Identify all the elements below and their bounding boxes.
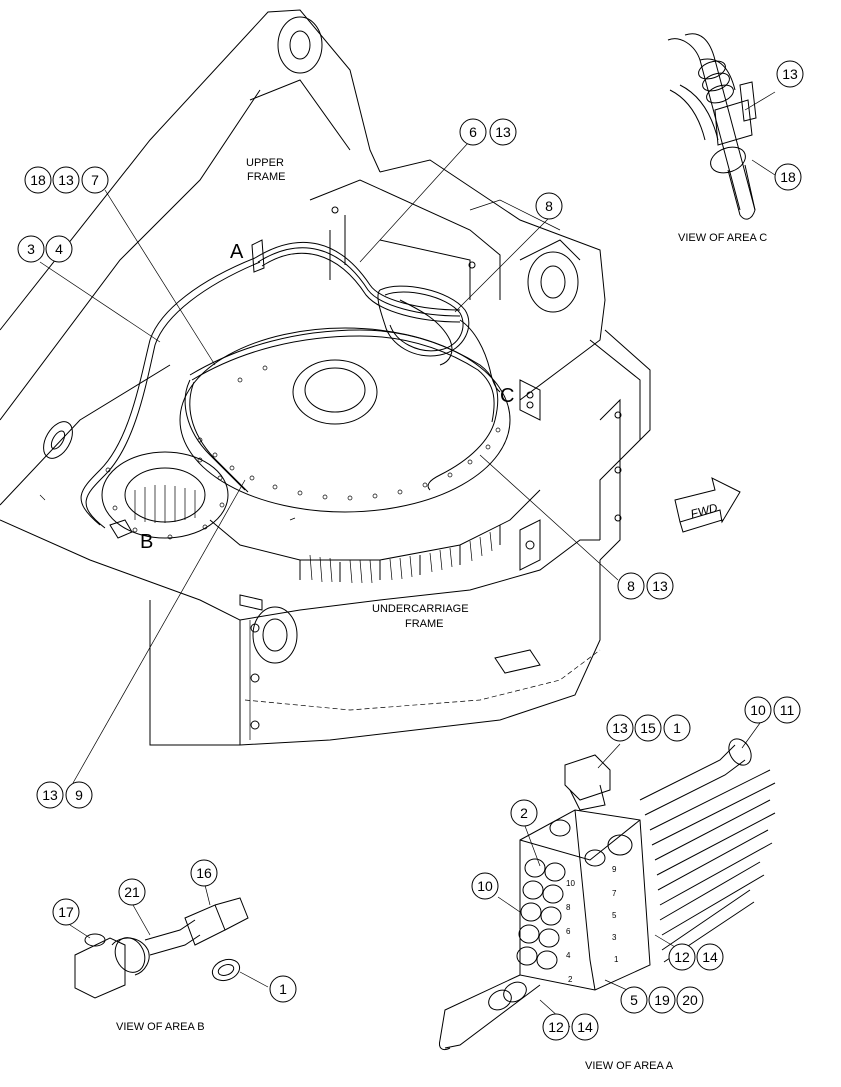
svg-text:3: 3 bbox=[27, 241, 35, 257]
callout-18-13-7: 18 13 7 bbox=[24, 166, 109, 194]
svg-text:21: 21 bbox=[124, 884, 140, 900]
undercarriage-frame-label-2: FRAME bbox=[405, 618, 444, 630]
bolt-holes bbox=[197, 365, 501, 501]
svg-text:1: 1 bbox=[673, 720, 681, 736]
svg-text:6: 6 bbox=[469, 124, 477, 140]
forward-arrow-icon: FWD bbox=[674, 477, 741, 533]
port-number-labels: 10 9 8 7 6 5 4 3 2 1 bbox=[566, 865, 619, 984]
svg-text:6: 6 bbox=[566, 927, 571, 936]
upper-frame-label: UPPER bbox=[246, 157, 284, 169]
svg-text:1: 1 bbox=[279, 981, 287, 997]
svg-text:20: 20 bbox=[682, 992, 698, 1008]
upper-frame-structure bbox=[0, 9, 651, 540]
callout-13-top: 13 bbox=[782, 66, 798, 82]
svg-text:14: 14 bbox=[702, 949, 718, 965]
svg-text:13: 13 bbox=[42, 787, 58, 803]
svg-text:8: 8 bbox=[545, 198, 553, 214]
svg-text:13: 13 bbox=[58, 172, 74, 188]
swing-bearing-plate bbox=[179, 327, 541, 584]
svg-text:10: 10 bbox=[566, 879, 575, 888]
view-area-b-caption: VIEW OF AREA B bbox=[116, 1021, 205, 1033]
svg-text:13: 13 bbox=[612, 720, 628, 736]
callout-13-9: 13 9 bbox=[36, 781, 93, 809]
callout-18: 18 bbox=[780, 169, 796, 185]
center-swivel-ring bbox=[43, 421, 229, 540]
svg-text:14: 14 bbox=[577, 1019, 593, 1035]
area-c-marker: C bbox=[500, 385, 514, 407]
svg-text:3: 3 bbox=[612, 933, 617, 942]
svg-text:15: 15 bbox=[640, 720, 656, 736]
svg-text:9: 9 bbox=[75, 787, 83, 803]
view-area-a: 10 9 8 7 6 5 4 3 2 1 13 15 1 10 bbox=[439, 696, 801, 1072]
leader-lines bbox=[39, 91, 776, 1028]
view-area-b: 17 21 16 1 VIEW OF AREA B bbox=[52, 859, 297, 1033]
svg-text:19: 19 bbox=[654, 992, 670, 1008]
svg-text:8: 8 bbox=[627, 578, 635, 594]
undercarriage-structure bbox=[0, 398, 622, 746]
svg-text:2: 2 bbox=[520, 805, 528, 821]
svg-text:4: 4 bbox=[55, 241, 63, 257]
callout-3-4: 3 4 bbox=[17, 235, 73, 263]
fwd-label: FWD bbox=[689, 501, 719, 522]
svg-text:4: 4 bbox=[566, 951, 571, 960]
svg-text:13: 13 bbox=[652, 578, 668, 594]
svg-text:13: 13 bbox=[495, 124, 511, 140]
hose-bundles bbox=[80, 239, 501, 539]
view-area-c: 13 18 VIEW OF AREA C bbox=[667, 33, 804, 244]
svg-text:2: 2 bbox=[568, 975, 573, 984]
callout-6-13: 6 13 bbox=[459, 118, 517, 146]
area-b-marker: B bbox=[140, 531, 153, 553]
undercarriage-frame-label: UNDERCARRIAGE bbox=[372, 603, 469, 615]
svg-text:10: 10 bbox=[477, 878, 493, 894]
svg-text:12: 12 bbox=[548, 1019, 564, 1035]
svg-text:10: 10 bbox=[750, 702, 766, 718]
svg-text:11: 11 bbox=[780, 702, 795, 718]
svg-text:18: 18 bbox=[30, 172, 46, 188]
callout-8: 8 bbox=[535, 192, 563, 220]
svg-text:16: 16 bbox=[196, 865, 212, 881]
svg-text:5: 5 bbox=[612, 911, 617, 920]
hoses-area-a bbox=[439, 738, 776, 1051]
svg-text:7: 7 bbox=[91, 172, 99, 188]
port-fittings bbox=[516, 858, 566, 970]
svg-text:9: 9 bbox=[612, 865, 617, 874]
callout-8-13: 8 13 bbox=[617, 572, 674, 600]
svg-text:17: 17 bbox=[58, 904, 74, 920]
svg-text:7: 7 bbox=[612, 889, 617, 898]
svg-text:12: 12 bbox=[674, 949, 690, 965]
upper-frame-label-2: FRAME bbox=[247, 171, 286, 183]
view-area-c-caption: VIEW OF AREA C bbox=[678, 232, 767, 244]
svg-text:5: 5 bbox=[630, 992, 638, 1008]
svg-text:8: 8 bbox=[566, 903, 571, 912]
svg-text:1: 1 bbox=[614, 955, 619, 964]
view-area-a-caption: VIEW OF AREA A bbox=[585, 1060, 674, 1072]
area-a-marker: A bbox=[230, 241, 244, 263]
